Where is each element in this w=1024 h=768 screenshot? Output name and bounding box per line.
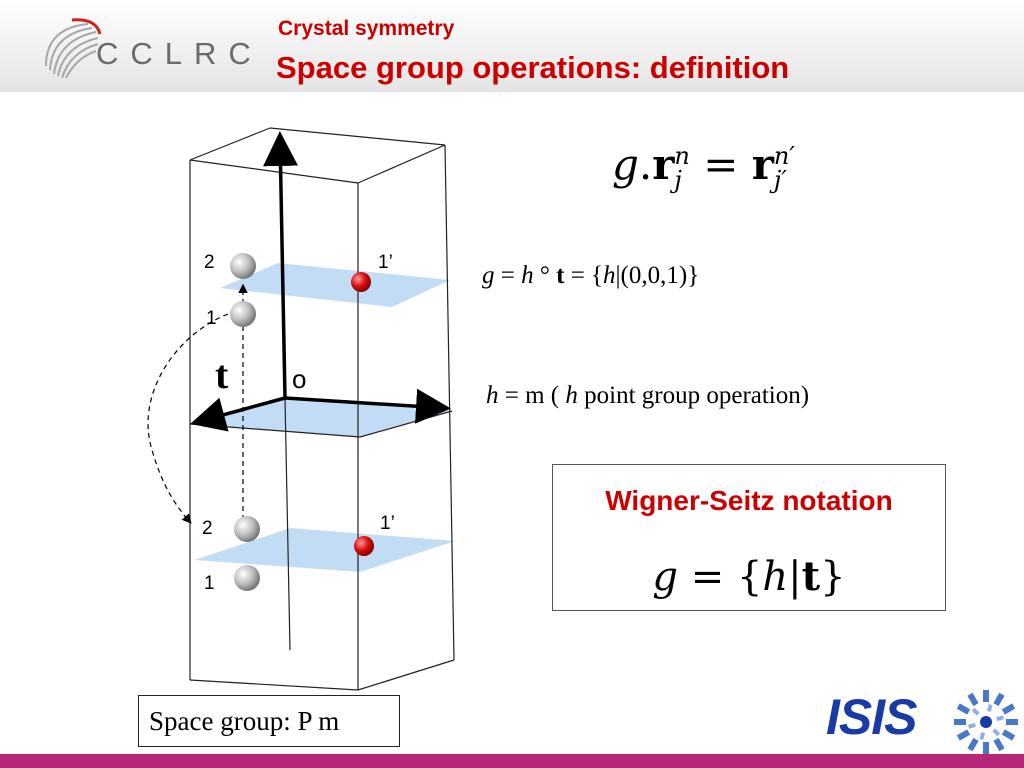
atom-1-prime-upper <box>351 272 371 292</box>
eq-r1: r <box>652 140 675 189</box>
lower-mirror-plane <box>195 528 455 572</box>
cclrc-logo-text: CCLRC <box>96 36 263 71</box>
slide-title: Space group operations: definition <box>276 50 790 85</box>
atom-2-upper <box>230 253 256 279</box>
cclrc-logo-swirl-icon <box>45 18 102 79</box>
wigner-seitz-title: Wigner-Seitz notation <box>605 485 893 516</box>
wigner-seitz-equation: g = {h|t} <box>553 553 945 600</box>
eq-sup1: n <box>674 142 690 170</box>
label-atom-1-upper: 1 <box>206 308 217 329</box>
footer-accent-bar <box>0 754 1024 768</box>
unit-cell-frame <box>189 127 455 691</box>
label-atom-2-lower: 2 <box>202 518 213 539</box>
eq-equals: = <box>703 140 739 189</box>
op-g: g <box>482 262 495 289</box>
a-axis-arrow <box>284 388 451 424</box>
c-axis-arrow <box>263 131 299 399</box>
eq-g: g <box>612 140 639 189</box>
point-group-equation: h = m ( h point group operation) <box>486 382 809 410</box>
space-group-label: Space group: P m <box>149 706 340 736</box>
atom-1-upper <box>230 301 256 327</box>
label-atom-1-prime-lower: 1’ <box>380 513 395 534</box>
isis-neutron-burst-icon <box>954 690 1018 754</box>
op-t: t <box>556 262 565 289</box>
slide-subtitle: Crystal symmetry <box>278 17 455 40</box>
ws-eq: = { <box>678 554 763 600</box>
origin-label: o <box>292 364 306 394</box>
ws-g: g <box>652 554 678 600</box>
b-axis-arrow <box>190 396 286 432</box>
pg-h: h <box>486 382 499 409</box>
eq-dot: . <box>638 140 653 189</box>
label-atom-2-upper: 2 <box>204 252 215 273</box>
slide-header: CCLRC Crystal symmetry Space group opera… <box>0 0 1024 92</box>
pg-eq: = m ( <box>498 382 566 409</box>
crystal-cell-diagram: 2 1 1’ 2 1 1’ t o <box>147 127 455 691</box>
op-h2: h <box>603 262 616 289</box>
eq-sub2: j′ <box>773 166 787 194</box>
isis-logo-text: ISIS <box>826 689 917 745</box>
eq-sub1: j <box>674 166 682 194</box>
label-atom-1-prime-upper: 1’ <box>378 252 393 273</box>
eq-sup2: n′ <box>773 142 795 170</box>
atom-2-lower <box>234 516 260 542</box>
op-eq2: = { <box>564 262 604 289</box>
translation-label: t <box>215 352 229 397</box>
mirror-dashed-curve <box>147 313 229 524</box>
op-eq1: = <box>494 262 522 289</box>
pg-h2: h <box>565 382 578 409</box>
label-atom-1-lower: 1 <box>204 573 215 594</box>
ws-bar: | <box>788 554 802 600</box>
operation-equation: g = h ° t = {h|(0,0,1)} <box>482 262 699 290</box>
eq-r2: r <box>751 140 774 189</box>
ws-close: } <box>820 554 846 600</box>
op-circ: ° <box>533 262 557 289</box>
pg-rest: point group operation) <box>577 382 810 409</box>
wigner-seitz-box: Wigner-Seitz notation g = {h|t} <box>552 464 946 611</box>
atom-1-lower <box>234 565 260 591</box>
middle-plane <box>192 398 452 437</box>
upper-mirror-plane <box>220 263 450 307</box>
space-group-box: Space group: P m <box>138 695 400 747</box>
op-h: h <box>521 262 534 289</box>
atom-1-prime-lower <box>354 536 374 556</box>
op-rest: |(0,0,1)} <box>615 262 700 289</box>
ws-h: h <box>762 554 789 600</box>
ws-t: t <box>801 553 821 600</box>
